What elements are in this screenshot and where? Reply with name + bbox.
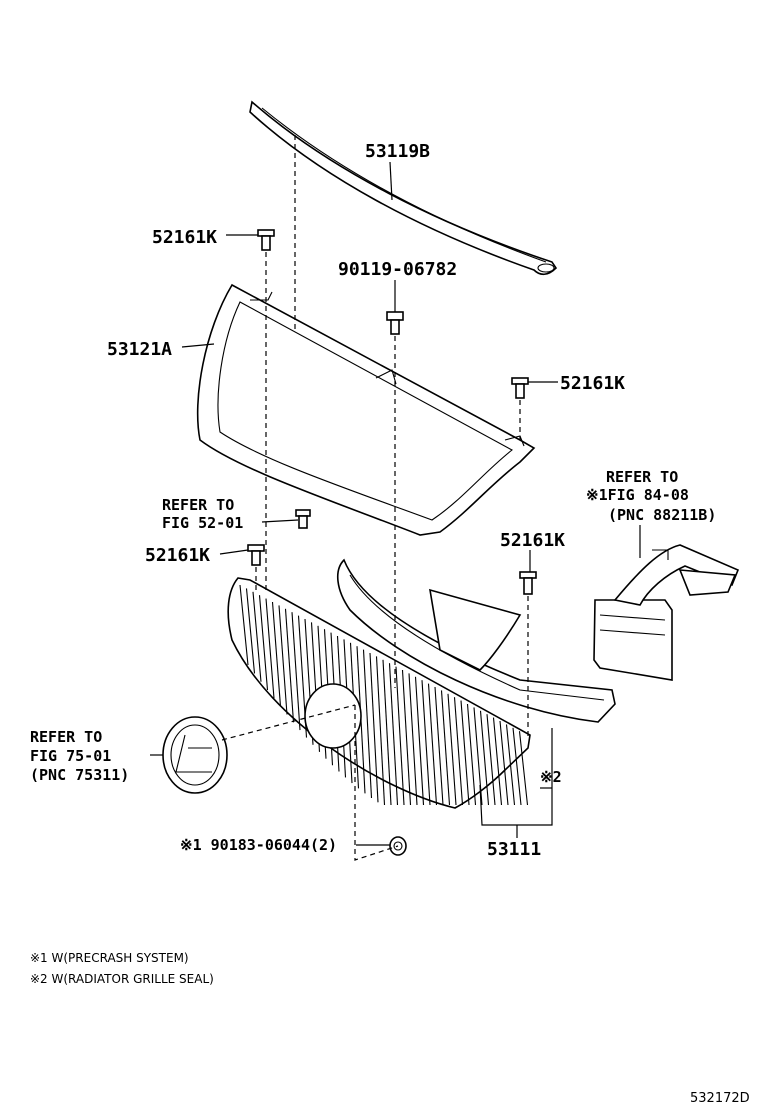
clip-lower-left[interactable]: [247, 544, 265, 566]
label-refer75-2: FIG 75-01: [30, 747, 111, 765]
label-refer84-1: REFER TO: [606, 468, 678, 486]
grille-slat: [408, 673, 418, 806]
grille-slat: [239, 584, 249, 666]
grille-slat: [427, 683, 438, 806]
label-refer84-3: (PNC 88211B): [608, 506, 716, 524]
label-grille: 53111: [487, 839, 541, 860]
clip-lower-right[interactable]: [519, 571, 537, 595]
grille-slat: [382, 659, 392, 806]
bolt-center[interactable]: [386, 311, 404, 335]
grille-slat: [518, 731, 529, 806]
diagram-code: 532172D: [690, 1091, 750, 1106]
grille-slat: [388, 663, 399, 806]
label-bolt: 90119-06782: [338, 259, 457, 280]
grille-slat: [499, 720, 509, 806]
grille-slat: [258, 595, 269, 691]
label-seal-mark: ※2: [540, 768, 562, 786]
grille-slat: [395, 666, 405, 806]
clip-fig52[interactable]: [295, 509, 311, 529]
precrash-sensor-part[interactable]: [593, 544, 740, 681]
label-frame: 53121A: [107, 339, 172, 360]
grille-slat: [362, 649, 373, 799]
grille-slat: [492, 717, 503, 806]
grille-slat: [440, 690, 451, 806]
grille-slat: [265, 598, 275, 699]
note-precrash: ※1 W(PRECRASH SYSTEM): [30, 951, 189, 965]
label-clip-a: 52161K: [152, 227, 217, 248]
label-clip-d: 52161K: [500, 530, 565, 551]
radiator-grille-part[interactable]: [227, 577, 531, 809]
grille-slat: [245, 588, 256, 674]
grille-slat: [453, 697, 464, 806]
leader-frame: [181, 343, 215, 348]
label-refer75-3: (PNC 75311): [30, 766, 129, 784]
label-refer75-1: REFER TO: [30, 728, 102, 746]
grille-slat: [466, 703, 477, 806]
grille-slat: [505, 724, 516, 806]
label-nut: ※1 90183-06044(2): [180, 836, 337, 854]
grille-slat: [278, 605, 288, 715]
grille-slat: [284, 608, 295, 723]
label-molding: 53119B: [365, 141, 430, 162]
grille-slat: [252, 591, 262, 682]
label-refer84-2: ※1FIG 84-08: [586, 486, 689, 504]
grille-slat: [447, 693, 457, 806]
note-seal: ※2 W(RADIATOR GRILLE SEAL): [30, 972, 214, 986]
upper-molding-part[interactable]: [249, 100, 558, 276]
leader-molding: [389, 161, 393, 201]
grille-slat: [479, 710, 490, 806]
clip-upper-left[interactable]: [257, 229, 275, 251]
upper-frame-part[interactable]: [196, 283, 536, 536]
grille-slat: [375, 656, 386, 806]
clip-upper-right[interactable]: [511, 377, 529, 399]
grille-slat: [414, 676, 425, 806]
label-refer52-1: REFER TO: [162, 496, 234, 514]
grille-seal-part[interactable]: [337, 558, 616, 723]
emblem-part[interactable]: [162, 716, 228, 794]
grille-slat: [271, 601, 282, 707]
label-clip-b: 52161K: [560, 373, 625, 394]
dash-nut: [354, 705, 399, 861]
grille-slat: [486, 714, 496, 806]
label-clip-c: 52161K: [145, 545, 210, 566]
leader-clip-c: [219, 549, 249, 555]
grille-slat: [291, 612, 301, 731]
grille-slat: [369, 652, 379, 803]
grille-slat: [512, 727, 522, 806]
label-refer52-2: FIG 52-01: [162, 514, 243, 532]
grille-slat: [434, 686, 444, 806]
dash-emblem: [221, 704, 356, 741]
leader-fig52: [261, 519, 299, 523]
grille-slat: [460, 700, 470, 806]
grille-slat: [421, 680, 431, 806]
grille-slat: [401, 669, 412, 806]
